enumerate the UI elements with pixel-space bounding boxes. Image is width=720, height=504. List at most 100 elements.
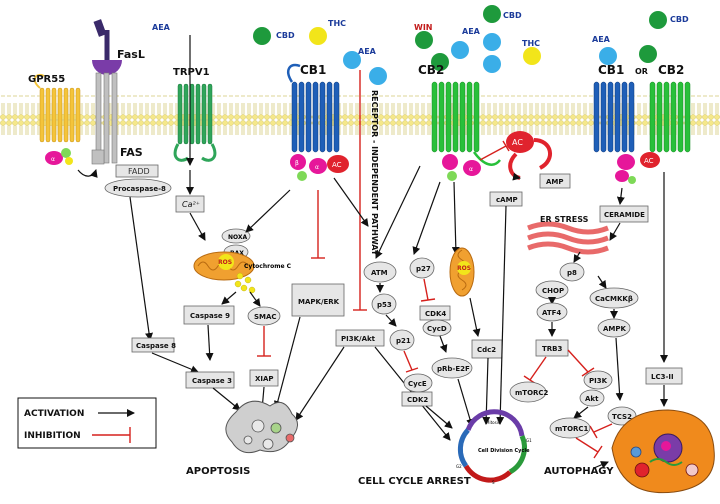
ca-box [175,195,205,213]
thc-ligand-1 [309,27,327,45]
trpv1-label: TRPV1 [173,67,210,78]
g-alpha-right [617,154,635,170]
cb2-label-1: CB2 [418,63,444,77]
pi3k-akt-box [335,329,385,347]
smac-node [247,306,281,326]
aea-ligand-1 [343,51,361,69]
lc3-box [645,367,683,385]
ceramide-label: CERAMIDE [604,211,645,219]
fas-receptor [91,72,118,165]
cbd-ligand-label-3: CBD [670,15,689,24]
caspase3-label: Caspase 3 [192,377,232,385]
fas-label: FAS [120,146,143,159]
cdc2-label: Cdc2 [477,346,496,354]
aea-ligand-2 [451,41,469,59]
cell-cycle-phase-g1: G1 [526,438,532,443]
lc3-label: LC3-II [651,373,674,381]
aea-ligand-5 [599,47,617,65]
mapk-label: MAPK/ERK [298,298,340,306]
cbd-ligand-5 [639,45,657,63]
aea-ligand-3 [483,33,501,51]
ac-right-label: AC [644,157,654,165]
cb2-label-2: CB2 [658,63,684,77]
ros-label-2: ROS [457,265,471,272]
fas-ligand [92,19,122,75]
cytochrome-label: Cytochrome C [244,263,292,270]
cbd-ligand-1 [253,27,271,45]
win-ligand [415,31,433,49]
tcs2-label: TCS2 [612,413,632,421]
receptor-independent-label: RECEPTOR - INDEPENDENT PATHWAY [370,90,379,256]
ac-cb1 [327,155,349,173]
atm-label: ATM [371,269,388,277]
caspase9-label: Caspase 9 [190,312,230,320]
autophagy-label: AUTOPHAGY [544,466,614,477]
p8-label: p8 [567,269,577,277]
akt-label: Akt [585,395,599,403]
p21-label: p21 [396,337,411,345]
prb-node [431,357,473,379]
cyce-label: CycE [408,380,427,388]
cbd-ligand-2 [483,5,501,23]
cycd-node [422,319,452,337]
thc-ligand-label-1: THC [328,19,346,28]
g-gamma-right [628,176,636,184]
g-beta-cb1-label: β [295,160,299,167]
mtorc1-label: mTORC1 [555,425,589,433]
cb1-label-2: CB1 [598,63,624,77]
cycd-label: CycD [427,325,447,333]
pi3k-node [583,370,613,390]
er-stress-membrane [527,221,609,255]
cell-cycle-title: Cell Division Cycle [478,448,530,454]
prb-label: pRb-E2F [437,365,470,373]
fadd-box [115,164,159,178]
cbd-ligand-label-2: CBD [503,11,522,20]
or-label: OR [635,67,648,76]
g-alpha-gpr55 [45,151,63,165]
procaspase8-label: Procaspase-8 [113,185,166,193]
camkk-label: CaCMKKβ [595,295,633,303]
cell-division-cycle [457,409,527,483]
g-alpha-gpr55-label: α [51,156,55,163]
cytochrome-c-dots [234,272,256,294]
mtorc2-label: mTORC2 [515,389,549,397]
mitochondrion-2 [449,247,475,297]
ac-cb2 [506,131,534,153]
caspase9-box [183,305,235,325]
cell-cycle-phase-g2: G2 [456,464,462,469]
p27-node [409,257,435,279]
p53-node [371,293,397,315]
cdk2-box [401,391,433,407]
ac-cb2-label: AC [512,138,523,147]
camkk-node [589,287,639,309]
autophagic-cell [611,409,715,494]
fadd-label: FADD [128,167,150,176]
pi3k-label: PI3K [589,377,608,385]
cbd-ligand-3 [431,53,449,71]
p53-label: p53 [377,301,392,309]
cbd-ligand-4 [649,11,667,29]
g-alpha-cb1 [309,158,327,174]
atf4-node [536,302,568,322]
g-beta-cb2 [442,154,458,170]
apoptotic-cell [225,400,298,454]
apoptosis-label: APOPTOSIS [186,466,250,477]
cb1-receptor-2 [593,81,635,153]
aea-ligand-1b [369,67,387,85]
camp-label: cAMP [496,196,518,204]
p8-node [559,262,585,282]
ac-cb1-label: AC [332,161,342,169]
ca-label: Ca²⁺ [182,200,200,209]
ampk-node [597,318,631,338]
p27-label: p27 [416,265,431,273]
cdk4-label: CDK4 [425,310,446,318]
aea-ligand-label-1: AEA [152,23,171,32]
noxa-label: NOXA [228,234,248,241]
ac-right [640,152,660,168]
cdk2-label: CDK2 [407,396,428,404]
cb2-receptor-1 [431,81,480,153]
thc-ligand-2 [523,47,541,65]
trb3-label: TRB3 [542,345,563,353]
cell-cycle-arrest-label: CELL CYCLE ARREST [358,476,471,487]
